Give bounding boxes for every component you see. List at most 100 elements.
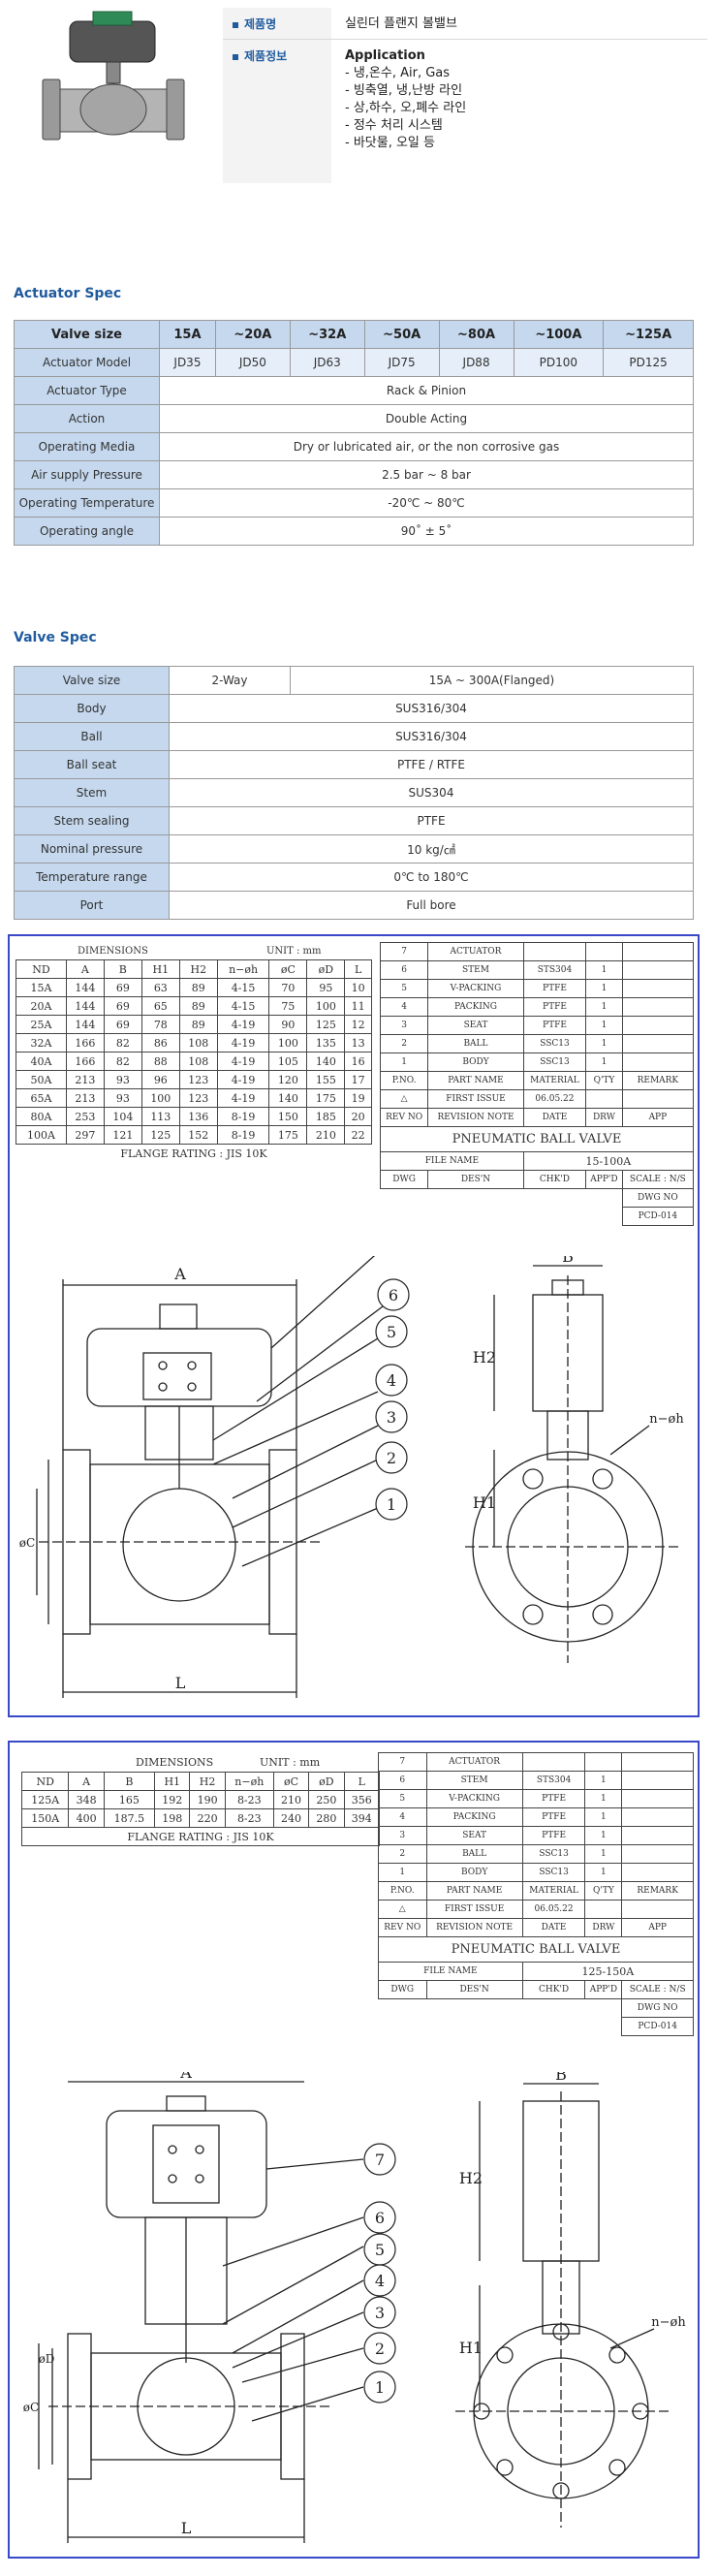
- valve-drawing-15-100a: 7 6 5 4 3 2 1 A L B H2 H1 n−øh øC: [19, 1256, 684, 1698]
- table-cell: 123: [178, 1088, 218, 1108]
- row-value: -20℃ ~ 80℃: [159, 488, 694, 518]
- table-cell: 100A: [16, 1125, 67, 1145]
- first-issue: FIRST ISSUE: [427, 1089, 524, 1109]
- table-cell: 144: [65, 978, 105, 997]
- row-value: 2.5 bar ~ 8 bar: [159, 460, 694, 489]
- parts-cell: BALL: [425, 1844, 523, 1864]
- table-cell: 210: [272, 1790, 310, 1809]
- parts-cell: 2: [379, 1034, 429, 1053]
- row-value: SUS316/304: [169, 694, 694, 723]
- row-value: Full bore: [169, 891, 694, 920]
- empty-cell: [621, 1900, 694, 1919]
- parts-cell: 1: [585, 1016, 623, 1035]
- table-cell: 348: [68, 1790, 105, 1809]
- table-cell: 213: [65, 1088, 105, 1108]
- table-cell: 4-15: [216, 996, 270, 1016]
- header-cell: Q'TY: [585, 1071, 623, 1090]
- callout-7: [363, 2143, 396, 2176]
- parts-cell: SSC13: [522, 1034, 587, 1053]
- parts-cell: SSC13: [522, 1052, 587, 1072]
- table-cell: 40A: [16, 1052, 67, 1071]
- dimensions-title: DIMENSIONS: [136, 1756, 214, 1769]
- table-cell: 113: [140, 1107, 180, 1126]
- table-cell: 140: [306, 1052, 346, 1071]
- sign-cell: CHK'D: [522, 1170, 587, 1189]
- dim-label-d: øD: [39, 2352, 55, 2366]
- callout-3: [363, 2296, 396, 2329]
- parts-cell: 1: [584, 1844, 623, 1864]
- header-cell: A: [68, 1772, 105, 1791]
- table-cell: 100: [268, 1033, 308, 1052]
- parts-cell: [621, 1789, 694, 1808]
- parts-cell: 2: [378, 1844, 427, 1864]
- revision-triangle-icon: △: [379, 1089, 429, 1109]
- parts-cell: PTFE: [521, 1789, 586, 1808]
- parts-cell: [621, 1034, 695, 1053]
- table-cell: 4-19: [216, 1015, 270, 1034]
- table-cell: 80A: [16, 1107, 67, 1126]
- size-header: Valve size: [14, 320, 160, 349]
- table-cell: 121: [103, 1125, 142, 1145]
- actuator-spec-table: Valve size 15A ~20A ~32A ~50A ~80A ~100A…: [14, 320, 694, 546]
- parts-cell: 1: [584, 1771, 623, 1790]
- callout-label: 6: [389, 1286, 398, 1304]
- row-label: Stem sealing: [14, 806, 170, 835]
- dwg-row: DWG NO: [379, 1998, 694, 2018]
- model-cell: JD35: [159, 348, 216, 377]
- pcd-row: PCD-014: [381, 1207, 695, 1226]
- table-cell: 213: [65, 1070, 105, 1089]
- model-header: Actuator Model: [14, 348, 160, 377]
- table-cell: 144: [65, 1015, 105, 1034]
- table-cell: 32A: [16, 1033, 67, 1052]
- issue-date: 06.05.22: [522, 1089, 587, 1109]
- header-cell: MATERIAL: [522, 1071, 587, 1090]
- table-cell: 82: [103, 1033, 142, 1052]
- table-cell: 4-19: [216, 1088, 270, 1108]
- callout-label: 2: [387, 1449, 396, 1467]
- dim-label-c: øC: [23, 2401, 39, 2414]
- product-info-value: Application - 냉,온수, Air, Gas - 빙축열, 냉,난방…: [331, 40, 707, 183]
- flange-rating: FLANGE RATING : JIS 10K: [120, 1147, 267, 1160]
- product-info-panel: 제품명 실린더 플랜지 볼밸브 제품정보 Application - 냉,온수,…: [223, 8, 707, 183]
- callout-label: 4: [375, 2272, 385, 2290]
- dim-label-a: A: [179, 2072, 192, 2082]
- dwg-no-label: DWG NO: [621, 1188, 695, 1208]
- table-cell: 88: [140, 1052, 180, 1071]
- header-cell: B: [103, 959, 142, 979]
- parts-cell: SEAT: [427, 1016, 524, 1035]
- dim-label-b: B: [555, 2072, 567, 2084]
- parts-cell: 1: [585, 1052, 623, 1072]
- size-cell: ~80A: [438, 320, 514, 349]
- revision-triangle-icon: △: [378, 1900, 427, 1919]
- table-cell: 240: [272, 1808, 310, 1828]
- table-cell: 20: [344, 1107, 372, 1126]
- parts-cell: [522, 942, 587, 961]
- table-cell: 93: [103, 1070, 142, 1089]
- parts-cell: SSC13: [521, 1844, 586, 1864]
- row-value: Dry or lubricated air, or the non corros…: [159, 432, 694, 461]
- table-cell: 69: [103, 996, 142, 1016]
- size-cell: ~20A: [214, 320, 291, 349]
- model-cell: JD63: [289, 348, 365, 377]
- table-row: FLANGE RATING : JIS 10K: [21, 1827, 380, 1846]
- table-cell: 187.5: [103, 1808, 156, 1828]
- parts-cell: [621, 1807, 694, 1827]
- dwg-no-label: DWG NO: [621, 1998, 694, 2018]
- table-cell: 198: [154, 1808, 191, 1828]
- issue-date: 06.05.22: [521, 1900, 586, 1919]
- product-info-row: 제품정보 Application - 냉,온수, Air, Gas - 빙축열,…: [223, 40, 707, 183]
